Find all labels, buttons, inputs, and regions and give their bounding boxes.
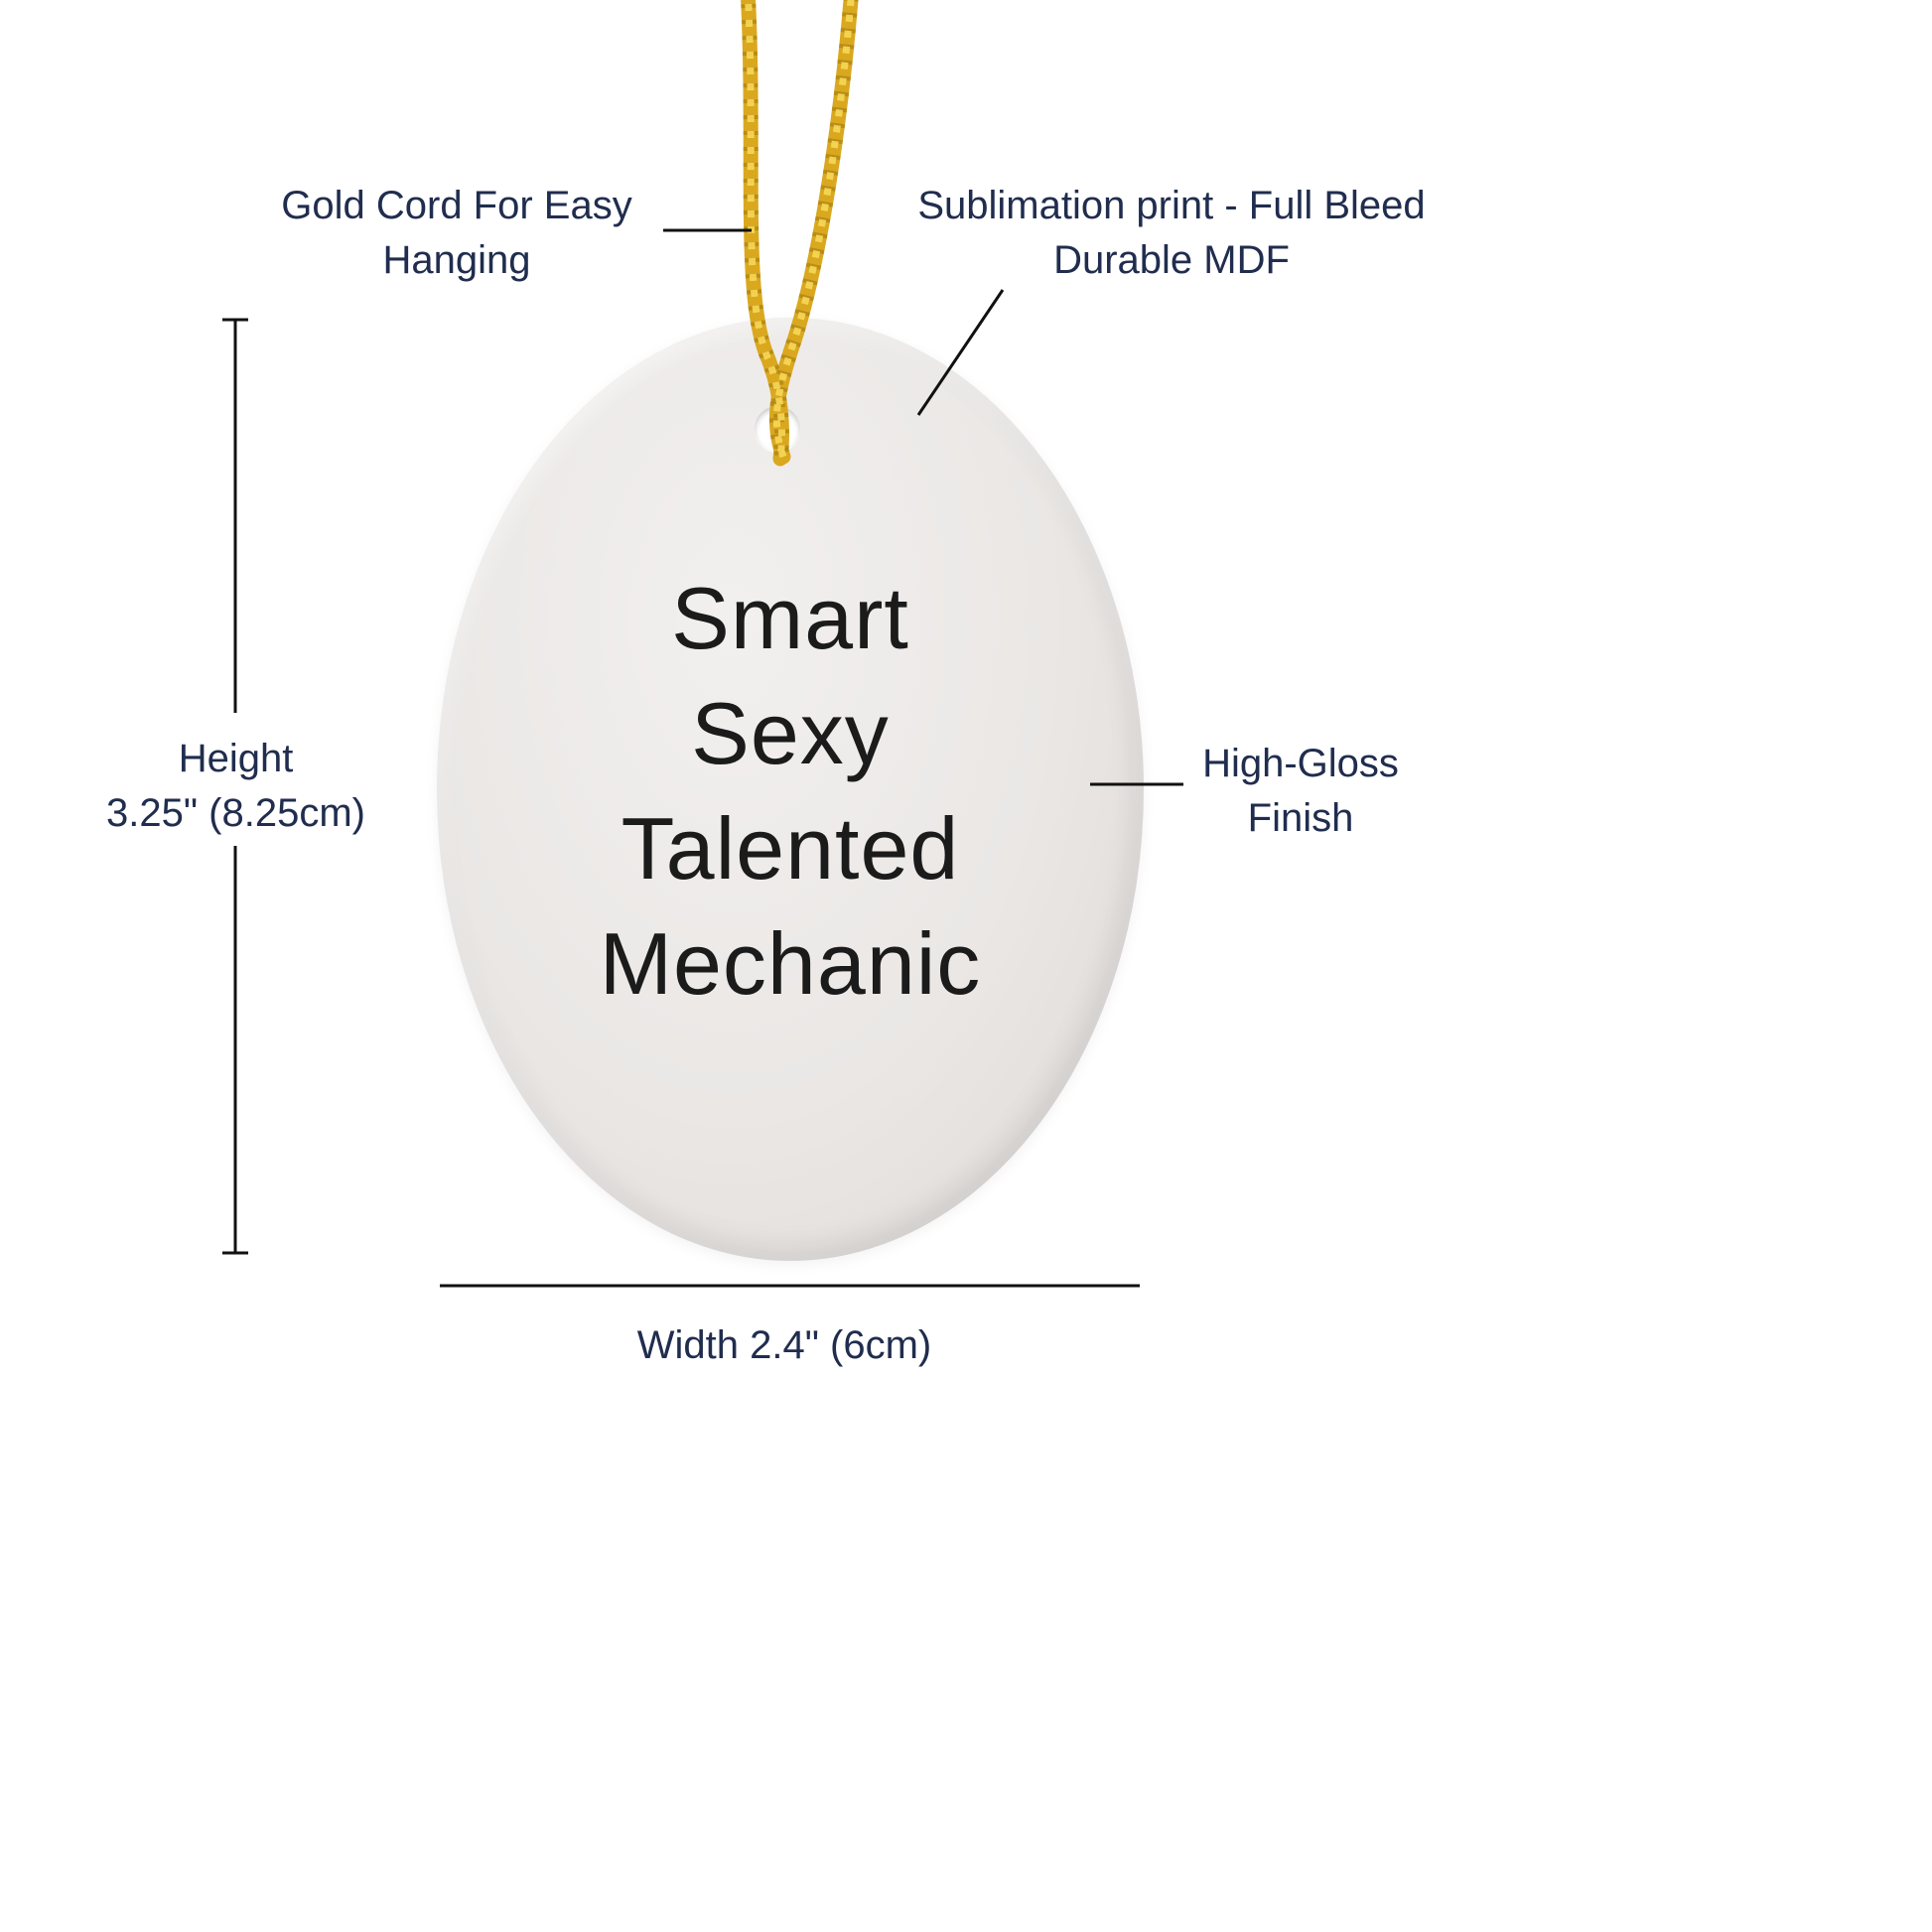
sublimation-print-label: Sublimation print - Full Bleed Durable M… [874, 179, 1469, 288]
gold-cord-label-line2: Hanging [382, 238, 531, 282]
ornament-oval [437, 318, 1144, 1261]
height-label-line1: Height [178, 737, 294, 780]
high-gloss-finish-label: High-Gloss Finish [1176, 737, 1425, 846]
ornament-quote: Smart Sexy Talented Mechanic [437, 561, 1144, 1022]
ornament-quote-line: Smart [671, 569, 909, 667]
ornament-quote-line: Talented [621, 799, 960, 897]
ornament-quote-line: Mechanic [599, 914, 982, 1013]
width-label-text: Width 2.4" (6cm) [636, 1323, 932, 1367]
sublimation-print-label-line1: Sublimation print - Full Bleed [917, 184, 1426, 227]
width-label: Width 2.4" (6cm) [536, 1318, 1033, 1373]
high-gloss-finish-label-line1: High-Gloss [1202, 742, 1399, 785]
height-label-line2: 3.25" (8.25cm) [106, 791, 365, 835]
sublimation-print-label-line2: Durable MDF [1053, 238, 1290, 282]
gold-cord-label-line1: Gold Cord For Easy [281, 184, 632, 227]
height-label: Height 3.25" (8.25cm) [55, 732, 417, 841]
high-gloss-finish-label-line2: Finish [1247, 796, 1354, 840]
ornament-hole [755, 406, 800, 452]
ornament-quote-line: Sexy [691, 684, 890, 782]
gold-cord-label: Gold Cord For Easy Hanging [248, 179, 665, 288]
